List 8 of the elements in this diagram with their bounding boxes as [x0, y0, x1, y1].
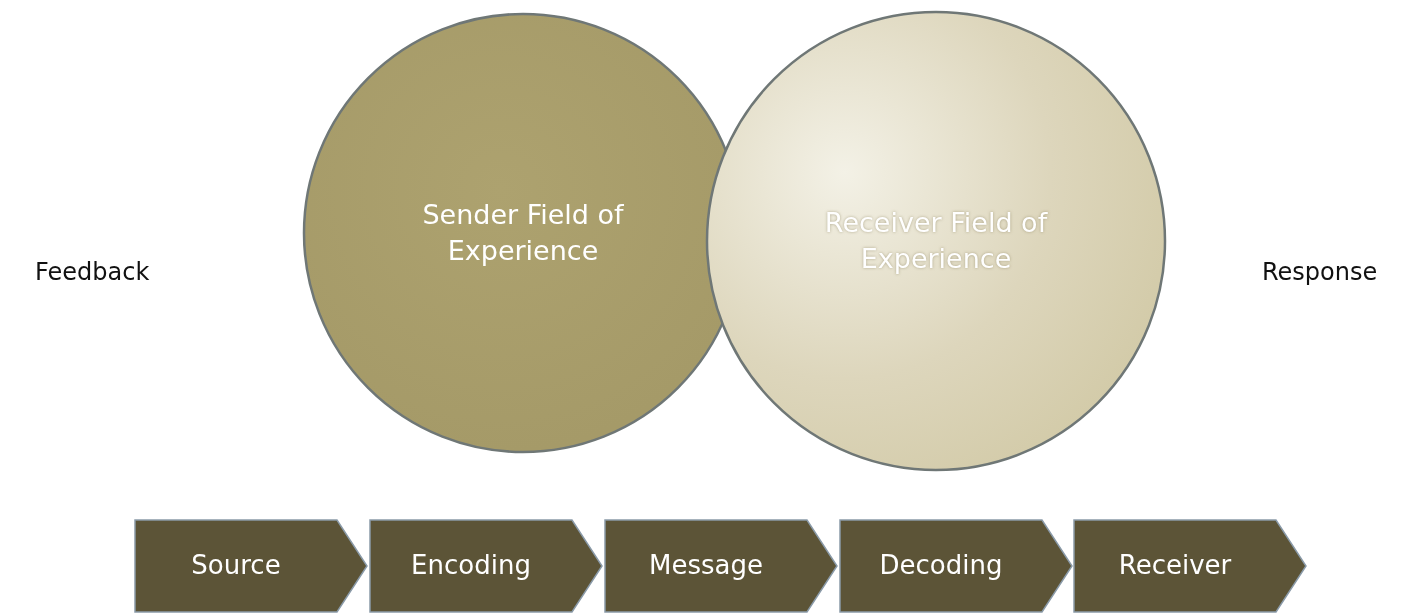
side-label: Feedback: [35, 258, 150, 286]
side-label: Response: [1262, 258, 1378, 286]
step-label: Message: [648, 549, 764, 583]
circle-label: Sender Field of Experience: [421, 197, 625, 268]
step-label: Receiver: [1117, 549, 1233, 583]
step-label: Encoding: [410, 549, 532, 583]
step-label: Decoding: [878, 549, 1004, 583]
step-label: Source: [190, 549, 282, 583]
